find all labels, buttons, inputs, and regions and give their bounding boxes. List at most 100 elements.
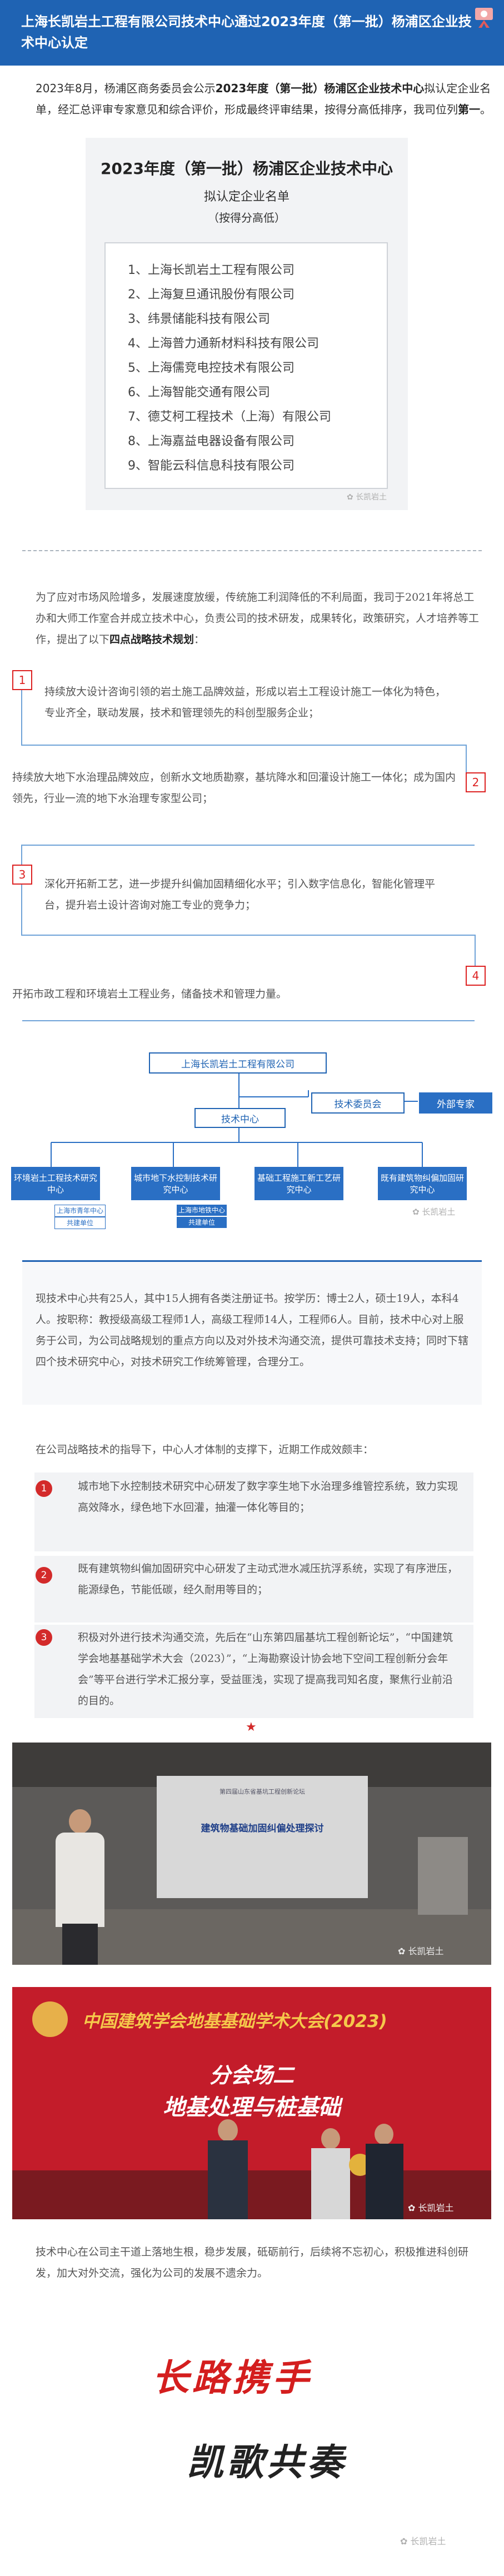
results-number-3: 3 bbox=[36, 1629, 52, 1646]
banner-title: 中国建筑学会地基基础学术大会(2023) bbox=[82, 2011, 387, 2031]
list-item: 8、上海嘉益电器设备有限公司 bbox=[128, 435, 295, 448]
connector-line bbox=[22, 1020, 475, 1021]
connector-line bbox=[466, 745, 467, 773]
strategy-number-3: 3 bbox=[12, 865, 32, 885]
screen-title: 建筑物基础加固纠偏处理探讨 bbox=[201, 1823, 324, 1834]
org-center: 技术中心 bbox=[194, 1108, 286, 1128]
closing-paragraph: 技术中心在公司主干道上落地生根，稳步发展，砥砺前行，后续将不忘初心，积极推进科创… bbox=[36, 2246, 469, 2279]
screen-top-text: 第四届山东省基坑工程创新论坛 bbox=[219, 1788, 305, 1795]
venue-line-1: 分会场二 bbox=[209, 2063, 294, 2088]
section-divider bbox=[22, 550, 482, 551]
notice-card: 2023年度（第一批）杨浦区企业技术中心 拟认定企业名单 （按得分高低） 1、上… bbox=[86, 138, 408, 510]
corner-ribbon-icon bbox=[475, 8, 493, 28]
list-item: 6、上海智能交通有限公司 bbox=[128, 386, 270, 400]
person-head bbox=[321, 2128, 340, 2149]
org-dept-2-tag-2: 共建单位 bbox=[177, 1217, 227, 1228]
strategy-number-4: 4 bbox=[466, 966, 486, 986]
notice-subtitle: 拟认定企业名单 bbox=[203, 190, 290, 204]
org-dept-2: 城市地下水控制技术研究中心 bbox=[131, 1167, 220, 1200]
calligraphy-line-2: 凯歌共奏 bbox=[187, 2440, 347, 2484]
results-intro: 在公司战略技术的指导下，中心人才体制的支撑下，近期工作成效颇丰： bbox=[36, 1444, 374, 1456]
results-item-1: 城市地下水控制技术研究中心研发了数字孪生地下水治理多维管控系统，致力实现高效降水… bbox=[78, 1480, 458, 1514]
article-title: 上海长凯岩土工程有限公司技术中心通过2023年度（第一批）杨浦区企业技术中心认定 bbox=[21, 14, 472, 51]
org-experts: 外部专家 bbox=[419, 1092, 492, 1114]
strategy-intro-end: ： bbox=[194, 633, 205, 646]
results-number-2: 2 bbox=[36, 1567, 52, 1584]
stats-panel: 现技术中心共有25人，其中15人拥有各类注册证书。按学历：博士2人，硕士19人，… bbox=[22, 1260, 482, 1405]
closing-watermark: ✿ 长凯岩土 bbox=[400, 2534, 446, 2547]
wechat-icon: ✿ bbox=[347, 493, 353, 502]
strategy-intro-text: 为了应对市场风险增多，发展速度放缓，传统施工利润降低的不利局面，我司于2021年… bbox=[36, 591, 480, 646]
company-list: 1、上海长凯岩土工程有限公司 2、上海复旦通讯股份有限公司 3、纬景储能科技有限… bbox=[104, 242, 388, 489]
connector-line bbox=[21, 690, 22, 745]
person-body bbox=[311, 2148, 350, 2219]
list-item: 2、上海复旦通讯股份有限公司 bbox=[128, 288, 295, 302]
list-item: 5、上海儒竞电控技术有限公司 bbox=[128, 361, 295, 375]
person-head bbox=[218, 2119, 238, 2141]
results-item-3-bg bbox=[34, 1625, 473, 1718]
intro-paragraph: 2023年8月，杨浦区商务委员会公示2023年度（第一批）杨浦区企业技术中心拟认… bbox=[36, 82, 491, 116]
org-dept-1: 环境岩土工程技术研究中心 bbox=[11, 1167, 100, 1200]
stats-text: 现技术中心共有25人，其中15人拥有各类注册证书。按学历：博士2人，硕士19人，… bbox=[36, 1292, 469, 1368]
speaker-legs bbox=[62, 1924, 98, 1965]
wechat-icon: ✿ bbox=[400, 2536, 408, 2547]
person-body bbox=[366, 2144, 403, 2219]
strategy-item-1: 持续放大设计咨询引领的岩土施工品牌效益，形成以岩土工程设计施工一体化为特色，专业… bbox=[44, 686, 446, 719]
strategy-number-2: 2 bbox=[466, 772, 486, 792]
article-header: 上海长凯岩土工程有限公司技术中心通过2023年度（第一批）杨浦区企业技术中心认定 bbox=[0, 0, 504, 66]
strategy-intro-bold: 四点战略技术规划 bbox=[109, 633, 194, 646]
org-dept-1-tag-1: 上海市青年中心 bbox=[54, 1205, 106, 1217]
org-dept-1-tag-2: 共建单位 bbox=[54, 1217, 106, 1229]
connector-line bbox=[21, 885, 22, 935]
watermark-text: 长凯岩土 bbox=[410, 2536, 446, 2547]
org-connectors bbox=[51, 1071, 423, 1167]
photo2-watermark: ✿ 长凯岩土 bbox=[408, 2200, 454, 2214]
org-chart: 上海长凯岩土工程有限公司 技术委员会 外部专家 技术中心 环境岩土工程技术研究中… bbox=[0, 1045, 504, 1245]
calligraphy-line-1: 长路携手 bbox=[152, 2356, 312, 2399]
connector-line bbox=[21, 935, 475, 936]
intro-text-2: 拟认定企业名单，经汇总评审专家意见和综合评价，形成最终评审结果，按得分高低排序，… bbox=[36, 82, 491, 116]
connector-line bbox=[475, 935, 476, 967]
list-item: 1、上海长凯岩土工程有限公司 bbox=[128, 263, 295, 277]
org-dept-4: 既有建筑物纠偏加固研究中心 bbox=[378, 1167, 467, 1200]
org-dept-3: 基础工程施工新工艺研究中心 bbox=[255, 1167, 343, 1200]
watermark-text: 长凯岩土 bbox=[356, 493, 387, 502]
watermark-text: 长凯岩土 bbox=[408, 1946, 444, 1956]
list-item: 4、上海普力通新材料科技有限公司 bbox=[128, 337, 319, 351]
list-item: 9、智能云科信息科技有限公司 bbox=[128, 459, 295, 473]
strategy-item-2: 持续放大地下水治理品牌效应，创新水文地质勘察，基坑降水和回灌设计施工一体化；成为… bbox=[12, 771, 456, 805]
connector-line bbox=[21, 745, 466, 746]
projection-screen: 第四届山东省基坑工程创新论坛 建筑物基础加固纠偏处理探讨 bbox=[157, 1776, 368, 1898]
stats-top-line bbox=[22, 1260, 482, 1262]
speaker-body bbox=[56, 1833, 104, 1927]
org-watermark: ✿ 长凯岩土 bbox=[412, 1206, 455, 1217]
results-item-2-bg bbox=[34, 1556, 473, 1623]
conference-logo-icon bbox=[32, 2001, 68, 2037]
list-item: 3、纬景储能科技有限公司 bbox=[128, 312, 270, 326]
wechat-icon: ✿ bbox=[412, 1207, 420, 1217]
wechat-icon: ✿ bbox=[398, 1946, 406, 1956]
stage-floor bbox=[12, 2170, 491, 2219]
podium bbox=[418, 1837, 468, 1915]
intro-rank: 第一 bbox=[458, 103, 480, 116]
person-head bbox=[375, 2124, 393, 2145]
list-item: 7、德艾柯工程技术（上海）有限公司 bbox=[128, 410, 331, 424]
intro-text: 2023年8月，杨浦区商务委员会公示 bbox=[36, 82, 216, 95]
conference-photo-2: 中国建筑学会地基基础学术大会(2023) 分会场二 地基处理与桩基础 ✿ 长凯岩… bbox=[12, 1987, 491, 2219]
results-item-1-bg bbox=[34, 1472, 473, 1551]
connector-line bbox=[22, 845, 475, 846]
venue-line-2: 地基处理与桩基础 bbox=[163, 2095, 341, 2120]
watermark-text: 长凯岩土 bbox=[418, 2203, 454, 2213]
card-watermark: ✿ 长凯岩土 bbox=[347, 491, 387, 502]
wechat-icon: ✿ bbox=[408, 2203, 416, 2213]
notice-sort-note: （按得分高低） bbox=[208, 211, 286, 224]
conference-photo-1: 第四届山东省基坑工程创新论坛 建筑物基础加固纠偏处理探讨 ✿ 长凯岩土 bbox=[12, 1743, 491, 1965]
strategy-intro: 为了应对市场风险增多，发展速度放缓，传统施工利润降低的不利局面，我司于2021年… bbox=[36, 587, 480, 650]
strategy-item-3: 深化开拓新工艺，进一步提升纠偏加固精细化水平；引入数字信息化，智能化管理平台，提… bbox=[44, 878, 436, 911]
org-company: 上海长凯岩土工程有限公司 bbox=[149, 1052, 327, 1074]
star-icon: ★ bbox=[246, 1720, 257, 1734]
notice-title: 2023年度（第一批）杨浦区企业技术中心 bbox=[101, 159, 393, 178]
strategy-number-1: 1 bbox=[12, 670, 32, 690]
strategy-item-4: 开拓市政工程和环境岩土工程业务，储备技术和管理力量。 bbox=[12, 988, 287, 1000]
results-item-3: 积极对外进行技术沟通交流，先后在“山东第四届基坑工程创新论坛”，“中国建筑学会地… bbox=[78, 1631, 453, 1707]
